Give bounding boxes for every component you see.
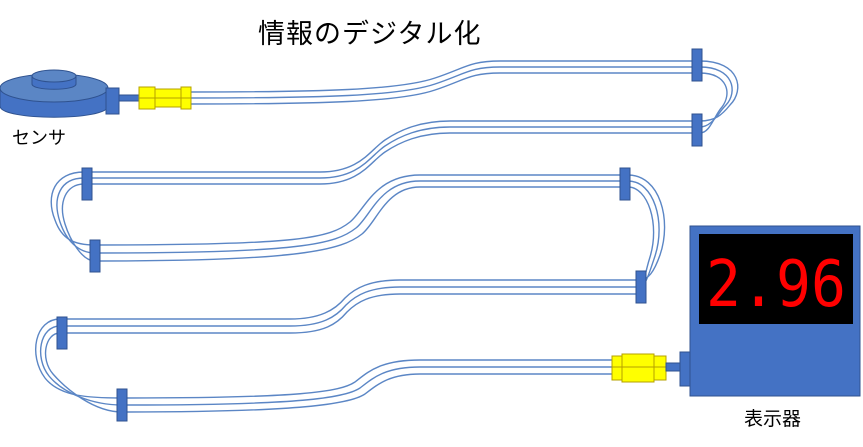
display-cable-plug [611, 353, 681, 383]
display-reading: 2.96 [706, 248, 846, 322]
connector [691, 48, 703, 82]
cable-connectors [56, 48, 703, 422]
sensor-label: センサ [12, 128, 66, 149]
page-title: 情報のデジタル化 [258, 19, 482, 50]
connector [81, 167, 93, 201]
connector [635, 270, 647, 304]
cable-bundle [35, 60, 739, 413]
connector [691, 113, 703, 147]
connector [619, 167, 631, 201]
sensor-cable-plug [118, 86, 192, 110]
connector [116, 388, 128, 422]
display-screen [699, 234, 853, 324]
sensor-device [0, 69, 120, 118]
display-label: 表示器 [744, 408, 802, 430]
display-device: 2.96 [679, 225, 861, 397]
connector [56, 316, 68, 350]
connector [89, 239, 101, 273]
